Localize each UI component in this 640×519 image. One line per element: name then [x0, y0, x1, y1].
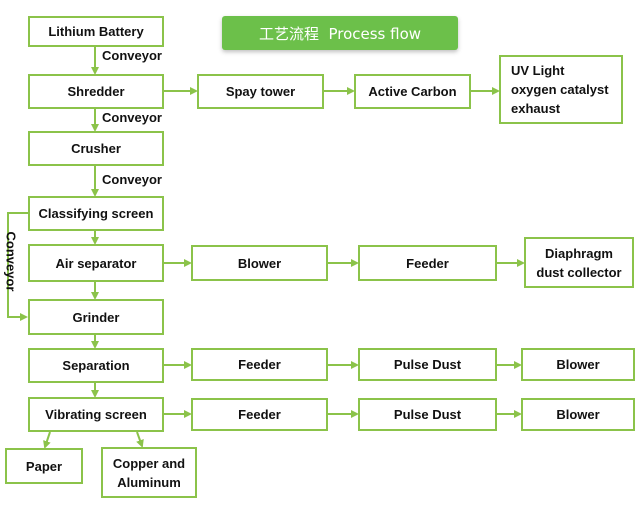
- node-blower-2: Blower: [521, 348, 635, 381]
- label-conveyor-2: Conveyor: [102, 110, 162, 125]
- node-crusher: Crusher: [28, 131, 164, 166]
- node-air-separator: Air separator: [28, 244, 164, 282]
- arrow-vibrating-paper: [43, 431, 51, 449]
- title-banner: 工艺流程 Process flow: [222, 16, 458, 50]
- node-lithium-battery: Lithium Battery: [28, 16, 164, 47]
- label-conveyor-side: Conveyor: [3, 231, 19, 292]
- label-conveyor-3: Conveyor: [102, 172, 162, 187]
- node-uv-light: UV Light oxygen catalyst exhaust: [499, 55, 623, 124]
- diagram-title: 工艺流程 Process flow: [258, 24, 422, 43]
- node-pulse-dust-2: Pulse Dust: [358, 398, 497, 431]
- node-shredder: Shredder: [28, 74, 164, 109]
- node-feeder-2: Feeder: [191, 348, 328, 381]
- node-grinder: Grinder: [28, 299, 164, 335]
- node-copper-aluminum: Copper and Aluminum: [101, 447, 197, 498]
- node-separation: Separation: [28, 348, 164, 383]
- node-active-carbon: Active Carbon: [354, 74, 471, 109]
- node-spay-tower: Spay tower: [197, 74, 324, 109]
- label-conveyor-1: Conveyor: [102, 48, 162, 63]
- arrow-side-conveyor-loop: [7, 212, 28, 321]
- node-diaphragm-dust-collector: Diaphragm dust collector: [524, 237, 634, 288]
- arrow-vibrating-copper: [136, 431, 144, 448]
- node-paper: Paper: [5, 448, 83, 484]
- node-feeder-1: Feeder: [358, 245, 497, 281]
- node-blower-3: Blower: [521, 398, 635, 431]
- node-vibrating-screen: Vibrating screen: [28, 397, 164, 432]
- node-pulse-dust-1: Pulse Dust: [358, 348, 497, 381]
- node-feeder-3: Feeder: [191, 398, 328, 431]
- node-classifying-screen: Classifying screen: [28, 196, 164, 231]
- node-blower-1: Blower: [191, 245, 328, 281]
